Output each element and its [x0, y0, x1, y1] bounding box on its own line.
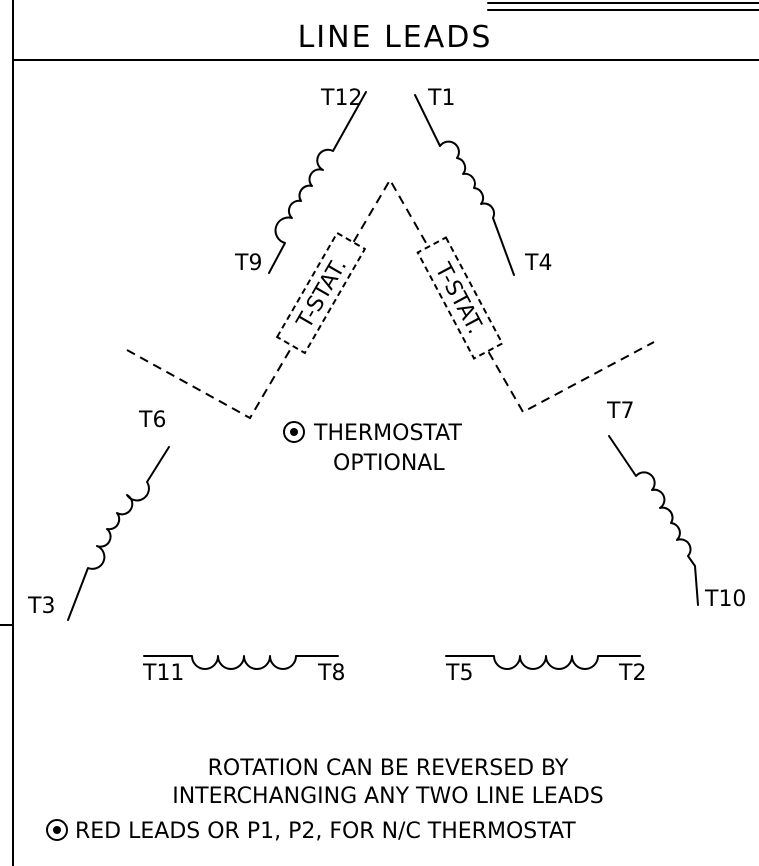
- label-t6: T6: [138, 408, 166, 433]
- coil-t7-t10: [608, 435, 699, 606]
- label-t5: T5: [445, 661, 473, 686]
- note-line3: RED LEADS OR P1, P2, FOR N/C THERMOSTAT: [75, 819, 576, 844]
- note-line1: ROTATION CAN BE REVERSED BY: [208, 756, 569, 781]
- label-t1: T1: [427, 86, 455, 111]
- title: LINE LEADS: [298, 20, 493, 55]
- red-lead-marker-icon: [46, 819, 68, 841]
- label-t10: T10: [704, 587, 746, 612]
- coil-t5-t2: [445, 655, 641, 670]
- label-t7: T7: [606, 399, 634, 424]
- thermostat-marker-icon: [283, 421, 305, 443]
- tstat-box-left: T-STAT.: [275, 231, 367, 355]
- coil-t1-t4: [414, 94, 515, 276]
- coil-t12-t9: [268, 91, 367, 274]
- label-t2: T2: [618, 661, 646, 686]
- thermostat-note-line2: OPTIONAL: [333, 451, 445, 476]
- label-t8: T8: [317, 661, 345, 686]
- tstat-box-right: T-STAT.: [416, 236, 504, 360]
- thermostat-wiring: [126, 178, 655, 420]
- coil-t6-t3: [67, 446, 170, 621]
- note-line2: INTERCHANGING ANY TWO LINE LEADS: [172, 784, 604, 809]
- label-t4: T4: [524, 251, 552, 276]
- label-t12: T12: [320, 86, 362, 111]
- coil-t11-t8: [143, 655, 339, 670]
- label-t9: T9: [234, 251, 262, 276]
- label-t3: T3: [27, 594, 55, 619]
- label-t11: T11: [142, 661, 184, 686]
- thermostat-note-line1: THERMOSTAT: [313, 421, 463, 446]
